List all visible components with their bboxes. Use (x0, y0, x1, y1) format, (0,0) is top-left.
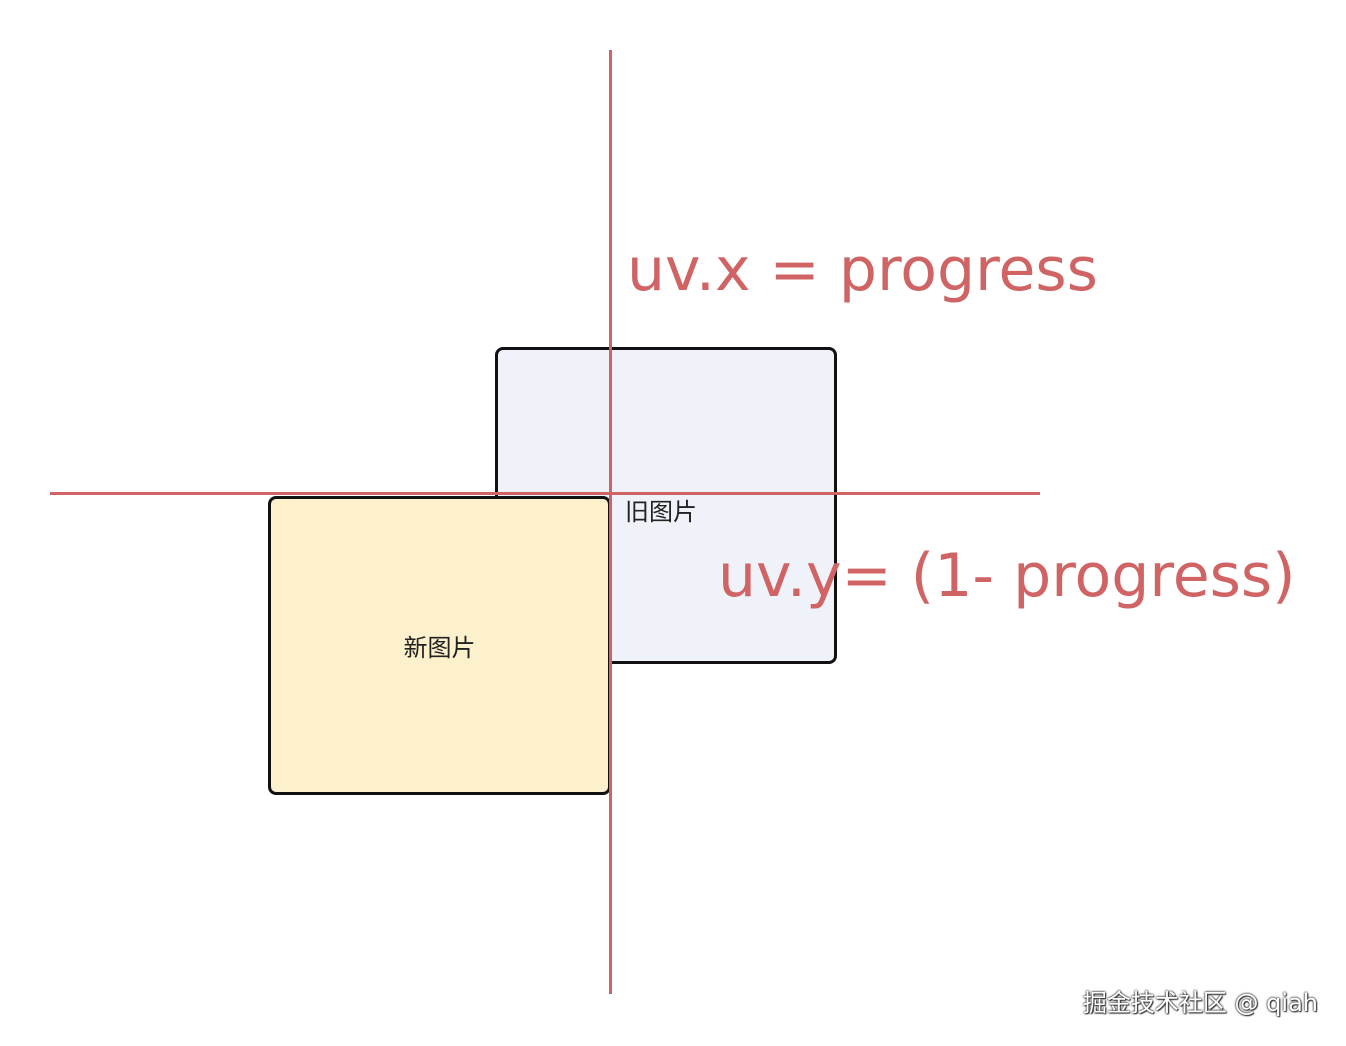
old-image-label: 旧图片 (625, 498, 697, 526)
vertical-guide-line (609, 50, 612, 994)
formula-uv-y: uv.y= (1- progress) (718, 541, 1296, 611)
horizontal-guide-line (50, 492, 1040, 495)
new-image-label: 新图片 (403, 634, 476, 662)
formula-uv-x: uv.x = progress (627, 235, 1098, 305)
new-image-box: 新图片 (268, 496, 611, 795)
watermark: 掘金技术社区 @ qiah (1082, 989, 1318, 1017)
